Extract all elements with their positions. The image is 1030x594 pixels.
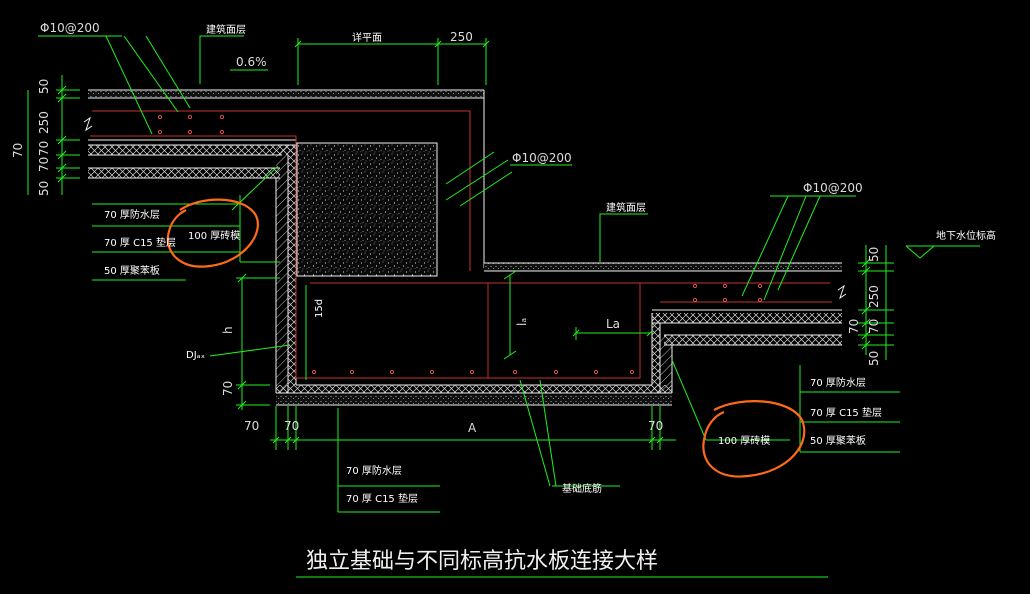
rebar-label-right: Φ10@200 bbox=[803, 181, 863, 195]
foundation-waterproof-layer bbox=[276, 385, 672, 393]
rebar-label-top-left: Φ10@200 bbox=[40, 21, 100, 35]
small-dim-70-left: 70 bbox=[221, 381, 235, 396]
bottom-dim-70-b: 70 bbox=[284, 419, 299, 433]
foundation-c15-cushion bbox=[276, 395, 672, 405]
right-brick-mould-label: 100 厚砖模 bbox=[718, 434, 770, 447]
right-dim-70-b: 70 bbox=[847, 319, 861, 334]
left-dim-70-a: 70 bbox=[37, 157, 51, 172]
right-layer-polystyrene: 50 厚聚苯板 bbox=[810, 434, 866, 447]
dim-250-top: 250 bbox=[450, 30, 473, 44]
left-layer-waterproof: 70 厚防水层 bbox=[104, 208, 160, 221]
groundwater-label: 地下水位标高 bbox=[936, 229, 996, 242]
bottom-layer-waterproof: 70 厚防水层 bbox=[346, 464, 402, 477]
right-layer-waterproof: 70 厚防水层 bbox=[810, 376, 866, 389]
drawing-title: 独立基础与不同标高抗水板连接大样 bbox=[306, 549, 658, 574]
lower-cushion-layer bbox=[664, 335, 842, 345]
la-vertical-label: lₐ bbox=[515, 318, 529, 326]
left-brick-mould-label: 100 厚砖模 bbox=[188, 229, 240, 242]
span-label: 详平面 bbox=[352, 31, 382, 44]
left-brick-mould-wall bbox=[276, 145, 288, 393]
left-dim-70-outer: 70 bbox=[11, 143, 25, 158]
upper-slab-surface-layer bbox=[88, 90, 484, 98]
upper-cushion-layer bbox=[88, 168, 280, 178]
dimension-lines bbox=[27, 35, 980, 578]
column-pedestal bbox=[296, 142, 438, 277]
break-mark-right bbox=[837, 284, 847, 300]
left-layer-c15: 70 厚 C15 垫层 bbox=[104, 236, 176, 249]
rebar-lines bbox=[90, 110, 832, 379]
right-dim-250: 250 bbox=[867, 285, 881, 308]
left-wall-waterproof bbox=[288, 145, 296, 385]
highlight-circle-left bbox=[166, 198, 259, 268]
lower-waterproof-layer bbox=[652, 313, 842, 323]
bottom-layer-c15: 70 厚 C15 垫层 bbox=[346, 492, 418, 505]
left-dim-250: 250 bbox=[37, 111, 51, 134]
surface-layer-right-label: 建筑面层 bbox=[606, 201, 646, 214]
right-brick-mould-wall bbox=[660, 335, 672, 393]
highlight-circle-right bbox=[702, 400, 806, 478]
bottom-dim-70-a: 70 bbox=[244, 419, 259, 433]
h-label: h bbox=[221, 326, 235, 334]
right-dim-50-bottom: 50 bbox=[867, 351, 881, 366]
right-layer-c15: 70 厚 C15 垫层 bbox=[810, 406, 882, 419]
rebar-label-middle: Φ10@200 bbox=[512, 151, 572, 165]
lower-slab-surface-layer bbox=[484, 263, 842, 271]
bottom-dim-a: A bbox=[468, 421, 477, 435]
left-dim-50-top: 50 bbox=[37, 79, 51, 94]
la-horizontal-label: La bbox=[606, 317, 620, 331]
bottom-dim-70-c: 70 bbox=[648, 419, 663, 433]
anchor-15d-label: 15d bbox=[314, 299, 325, 318]
left-dim-70-b: 70 bbox=[37, 141, 51, 156]
left-layer-polystyrene: 50 厚聚苯板 bbox=[104, 264, 160, 277]
left-dim-50-bottom: 50 bbox=[37, 181, 51, 196]
foundation-tag: DJₐₓ bbox=[186, 350, 205, 361]
upper-waterproof-layer bbox=[88, 145, 296, 155]
surface-layer-top-label: 建筑面层 bbox=[206, 23, 246, 36]
right-dim-50-top: 50 bbox=[867, 247, 881, 262]
right-dim-70-a: 70 bbox=[867, 319, 881, 334]
slope-label: 0.6% bbox=[236, 55, 267, 69]
right-wall-waterproof bbox=[652, 313, 660, 393]
foundation-rebar-label: 基础底筋 bbox=[562, 482, 602, 495]
break-mark-left bbox=[83, 116, 93, 132]
